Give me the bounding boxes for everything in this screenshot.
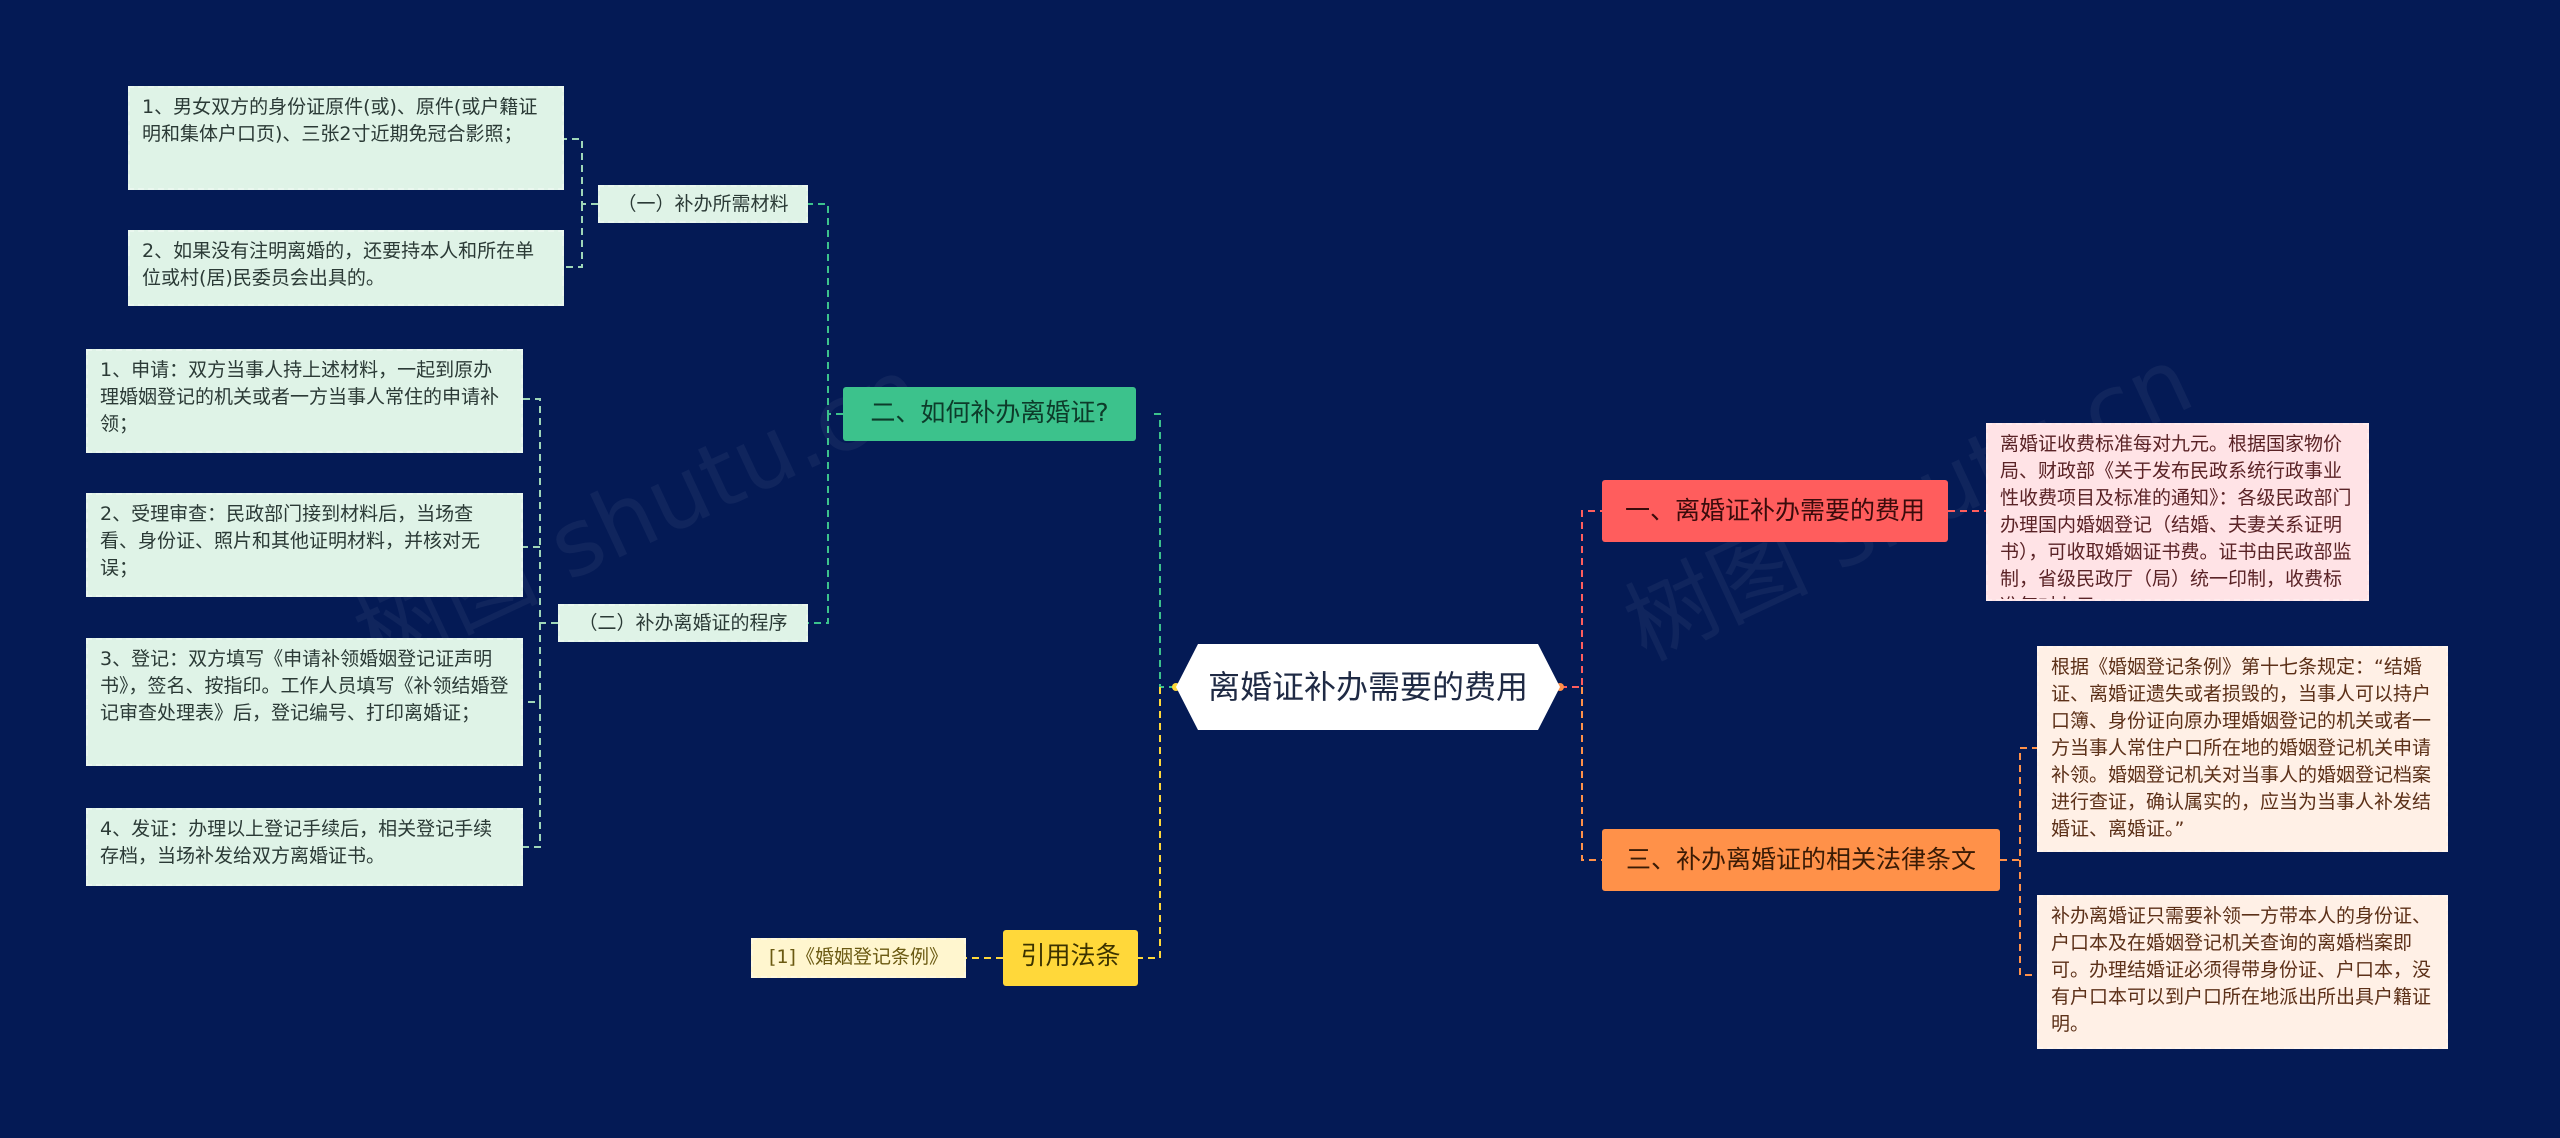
branch-fee[interactable]: 一、离婚证补办需要的费用 xyxy=(1602,480,1948,542)
center-topic[interactable]: 离婚证补办需要的费用 xyxy=(1176,644,1560,730)
connector-materials-leaf1 xyxy=(564,138,598,205)
fee-item-1: 离婚证收费标准每对九元。根据国家物价局、财政部《关于发布民政系统行政事业性收费项… xyxy=(1986,423,2369,601)
branch-cited-law[interactable]: 引用法条 xyxy=(1003,930,1138,986)
connector-law-leaf2 xyxy=(2019,860,2037,976)
connector-procedure-leaf4 xyxy=(523,702,541,848)
law-item-2: 补办离婚证只需要补领一方带本人的身份证、户口本及在婚姻登记机关查询的离婚档案即可… xyxy=(2037,895,2448,1049)
ref-item-1[interactable]: [1]《婚姻登记条例》 xyxy=(751,938,966,978)
connector-center-how xyxy=(1150,413,1176,688)
procedure-item-4: 4、发证：办理以上登记手续后，相关登记手续存档，当场补发给双方离婚证书。 xyxy=(86,808,523,886)
procedure-item-3: 3、登记：双方填写《申请补领婚姻登记证声明书》，签名、按指印。工作人员填写《补领… xyxy=(86,638,523,766)
law-item-1: 根据《婚姻登记条例》第十七条规定：“结婚证、离婚证遗失或者损毁的，当事人可以持户… xyxy=(2037,646,2448,852)
connector-center-ref xyxy=(1138,687,1161,959)
materials-item-2: 2、如果没有注明离婚的，还要持本人和所在单位或村(居)民委员会出具的。 xyxy=(128,230,564,306)
procedure-item-2: 2、受理审查：民政部门接到材料后，当场查看、身份证、照片和其他证明材料，并核对无… xyxy=(86,493,523,597)
procedure-item-1: 1、申请：双方当事人持上述材料，一起到原办理婚姻登记的机关或者一方当事人常住的申… xyxy=(86,349,523,453)
connector-procedure-leaf3 xyxy=(523,623,541,703)
connector-materials-leaf2 xyxy=(564,204,583,268)
branch-legal-provisions[interactable]: 三、补办离婚证的相关法律条文 xyxy=(1602,829,2000,891)
connector-center-law xyxy=(1581,687,1602,861)
sub-required-materials[interactable]: （一）补办所需材料 xyxy=(598,185,808,223)
sub-reissue-procedure[interactable]: （二）补办离婚证的程序 xyxy=(558,604,808,642)
materials-item-1: 1、男女双方的身份证原件(或)、原件(或户籍证明和集体户口页)、三张2寸近期免冠… xyxy=(128,86,564,190)
connector-law-leaf1 xyxy=(2000,747,2037,861)
branch-how-to-reissue[interactable]: 二、如何补办离婚证? xyxy=(843,387,1136,441)
connector-center-fee xyxy=(1560,510,1602,688)
